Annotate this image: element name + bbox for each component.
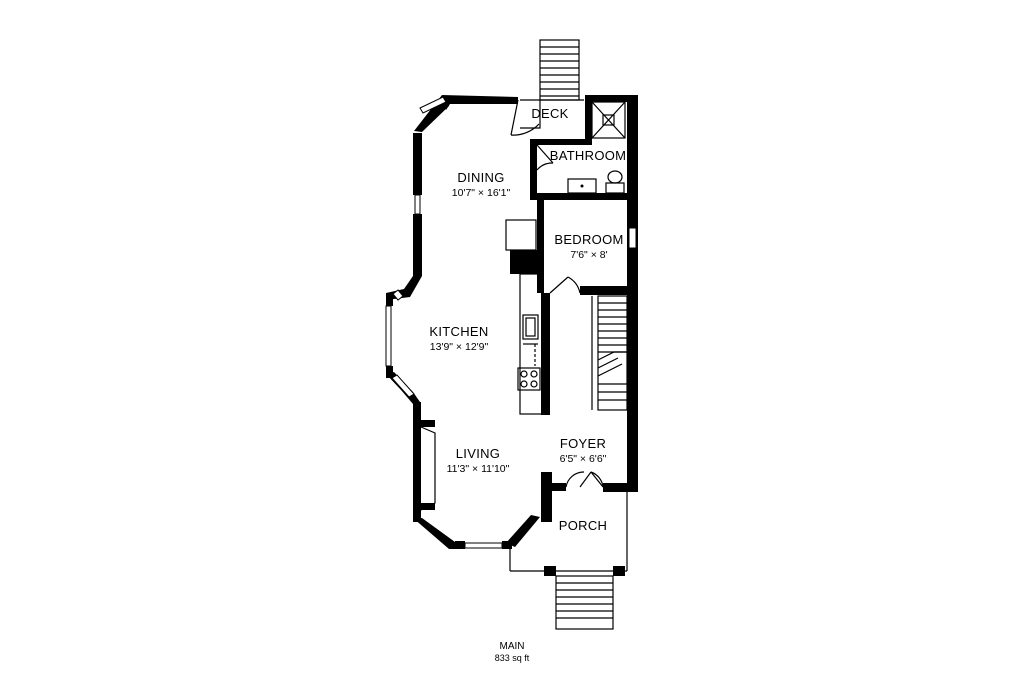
floor-area-label: 833 sq ft [495,653,530,663]
room-dims-bedroom: 7'6" × 8' [570,249,607,261]
doors [510,99,604,488]
room-name-bedroom: BEDROOM [554,232,623,247]
porch-outline [509,492,628,576]
room-name-porch: PORCH [559,518,607,533]
deck-outline [520,99,584,129]
fireplace [420,426,436,511]
floor-level-label: MAIN [500,641,525,652]
room-name-foyer: FOYER [560,436,606,451]
room-name-kitchen: KITCHEN [429,324,488,339]
room-name-deck: DECK [531,106,568,121]
room-dims-kitchen: 13'9" × 12'9" [430,341,489,353]
exterior-walls [386,95,638,549]
room-name-living: LIVING [456,446,500,461]
bathroom-fixtures [567,170,625,194]
plan-footer: MAIN 833 sq ft [495,641,530,663]
interior-stairs [591,295,628,411]
room-dims-dining: 10'7" × 16'1" [452,187,511,199]
room-dims-foyer: 6'5" × 6'6" [560,453,607,465]
room-labels: DECK BATHROOM DINING 10'7" × 16'1" BEDRO… [429,106,626,533]
room-dims-living: 11'3" × 11'10" [447,463,510,475]
kitchen-cabinets [505,219,543,415]
room-name-bathroom: BATHROOM [550,148,627,163]
windows [385,96,637,549]
front-stairs [555,575,614,630]
shower [591,101,626,139]
rear-stairs [539,39,580,101]
room-name-dining: DINING [457,170,504,185]
